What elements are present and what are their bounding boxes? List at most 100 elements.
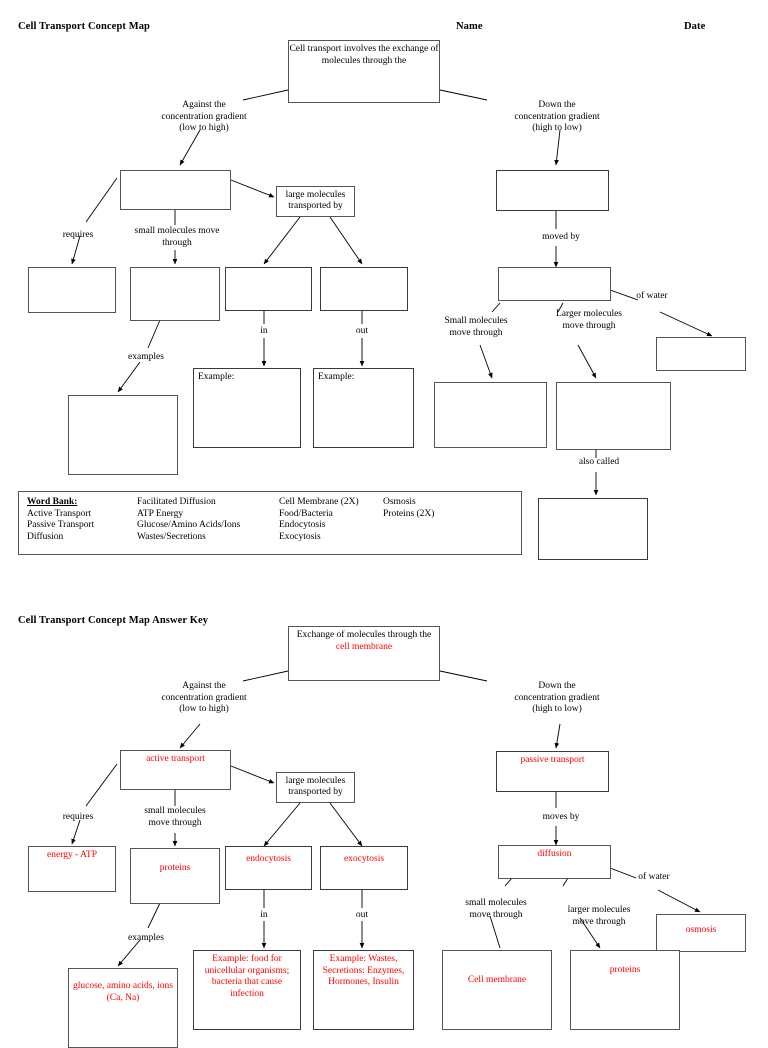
ak-proteins2-box[interactable]: proteins xyxy=(570,950,680,1030)
exocytosis-blank-text xyxy=(321,268,407,271)
examples-blank-text xyxy=(69,396,177,399)
ak-large-molecules-text: large molecules transported by xyxy=(285,776,346,797)
worksheet-page: Cell Transport Concept Map Name Date Cel… xyxy=(18,21,746,1048)
also-called-label: also called xyxy=(578,457,620,467)
example-out-box[interactable]: Example: xyxy=(313,368,414,448)
word-bank-term: Endocytosis xyxy=(279,520,326,531)
ak-active-transport-text: active transport xyxy=(146,754,205,764)
diffusion-blank-box[interactable] xyxy=(498,267,611,301)
cell-membrane-blank-text xyxy=(435,383,546,386)
ak-of-water-label: of water xyxy=(638,872,670,882)
ak-example-out-text: Example: Wastes, Secretions: Enzymes, Ho… xyxy=(322,954,405,987)
word-bank-term: Proteins (2X) xyxy=(383,508,435,519)
ak-small-molecules-move-label: small molecules move through xyxy=(144,806,206,828)
osmosis-blank-text xyxy=(657,338,745,341)
word-bank-term: Facilitated Diffusion xyxy=(137,497,216,507)
small-molecules-move-through-label: Small molecules move through xyxy=(444,316,508,338)
ak-proteins-text: proteins xyxy=(159,863,191,873)
ak-moves-by-label: moves by xyxy=(542,812,580,822)
ak-proteins-box[interactable]: proteins xyxy=(130,848,220,904)
ak-examples-box[interactable]: glucose, amino acids, ions (Ca, Na) xyxy=(68,968,178,1048)
ak-large-molecules-box[interactable]: large molecules transported by xyxy=(276,772,355,803)
ak-in-label: in xyxy=(260,910,268,920)
ak-osmosis-box[interactable]: osmosis xyxy=(656,914,746,952)
ak-against-gradient-label: Against the concentration gradient (low … xyxy=(161,681,247,714)
word-bank-term: Active Transport xyxy=(27,508,92,519)
endocytosis-blank-box[interactable] xyxy=(225,267,312,311)
answer-key-title: Cell Transport Concept Map Answer Key xyxy=(18,615,209,626)
word-bank-column-3: Cell Membrane (2X) Food/Bacteria Endocyt… xyxy=(279,497,383,543)
ak-examples-text: glucose, amino acids, ions (Ca, Na) xyxy=(73,981,173,1003)
ak-exocytosis-text: exocytosis xyxy=(343,854,385,864)
ak-example-in-text: Example: food for unicellular organisms;… xyxy=(204,954,290,999)
diffusion-blank-text xyxy=(499,268,610,271)
ak-root-concept-text: Exchange of molecules through the xyxy=(296,630,432,640)
example-in-box[interactable]: Example: xyxy=(193,368,301,448)
osmosis-blank-box[interactable] xyxy=(656,337,746,371)
root-concept-box[interactable]: Cell transport involves the exchange of … xyxy=(288,40,440,103)
word-bank: Word Bank: Active Transport Passive Tran… xyxy=(18,491,522,555)
ak-passive-transport-text: passive transport xyxy=(520,755,585,765)
ak-energy-box[interactable]: energy - ATP xyxy=(28,846,116,892)
ak-requires-label: requires xyxy=(62,812,94,822)
example-in-text: Example: xyxy=(198,372,235,382)
energy-blank-text xyxy=(29,268,115,271)
ak-root-concept-box[interactable]: Exchange of molecules through the cell m… xyxy=(288,626,440,681)
ak-example-out-box[interactable]: Example: Wastes, Secretions: Enzymes, Ho… xyxy=(313,950,414,1030)
ak-active-transport-box[interactable]: active transport xyxy=(120,750,231,790)
ak-exocytosis-box[interactable]: exocytosis xyxy=(320,846,408,890)
cell-membrane-blank-box[interactable] xyxy=(434,382,547,448)
word-bank-term: Food/Bacteria xyxy=(279,508,333,519)
ak-cell-membrane-text: Cell membrane xyxy=(467,975,527,985)
out-label: out xyxy=(355,326,369,336)
word-bank-term: Exocytosis xyxy=(279,531,321,542)
name-label: Name xyxy=(456,21,483,32)
also-called-blank-text xyxy=(539,499,647,502)
in-label: in xyxy=(260,326,268,336)
ak-small-molecules-move-through-label: small molecules move through xyxy=(465,898,527,920)
word-bank-heading: Word Bank: xyxy=(27,497,78,507)
passive-transport-blank-text xyxy=(497,171,608,174)
word-bank-term: Glucose/Amino Acids/Ions xyxy=(137,520,241,531)
active-transport-blank-box[interactable] xyxy=(120,170,231,210)
examples-label: examples xyxy=(128,352,164,362)
ak-larger-molecules-move-through-label: larger molecules move through xyxy=(567,905,631,927)
word-bank-term: Wastes/Secretions xyxy=(137,531,206,542)
page-title: Cell Transport Concept Map xyxy=(18,21,150,32)
down-gradient-label: Down the concentration gradient (high to… xyxy=(514,100,600,133)
ak-cell-membrane-box[interactable]: Cell membrane xyxy=(442,950,552,1030)
word-bank-term: Cell Membrane (2X) xyxy=(279,497,359,507)
word-bank-column-4: Osmosis Proteins (2X) xyxy=(383,497,473,543)
moved-by-label: moved by xyxy=(542,232,580,242)
ak-examples-label: examples xyxy=(128,933,164,943)
example-out-text: Example: xyxy=(318,372,355,382)
ak-diffusion-box[interactable]: diffusion xyxy=(498,845,611,879)
ak-example-in-box[interactable]: Example: food for unicellular organisms;… xyxy=(193,950,301,1030)
ak-root-concept-answer: cell membrane xyxy=(335,641,393,652)
ak-endocytosis-box[interactable]: endocytosis xyxy=(225,846,312,890)
energy-blank-box[interactable] xyxy=(28,267,116,313)
proteins-blank-box[interactable] xyxy=(130,267,220,321)
large-molecules-box[interactable]: large molecules transported by xyxy=(276,186,355,217)
ak-diffusion-text: diffusion xyxy=(537,849,572,859)
ak-proteins2-text: proteins xyxy=(609,965,641,975)
ak-endocytosis-text: endocytosis xyxy=(246,854,291,864)
exocytosis-blank-box[interactable] xyxy=(320,267,408,311)
also-called-blank-box[interactable] xyxy=(538,498,648,560)
larger-molecules-move-through-label: Larger molecules move through xyxy=(555,309,623,331)
ak-down-gradient-label: Down the concentration gradient (high to… xyxy=(514,681,600,714)
ak-energy-text: energy - ATP xyxy=(47,850,97,860)
word-bank-term: Diffusion xyxy=(27,531,64,542)
word-bank-term: Osmosis xyxy=(383,497,416,507)
ak-osmosis-text: osmosis xyxy=(685,925,717,935)
proteins2-blank-box[interactable] xyxy=(556,382,671,450)
word-bank-term: ATP Energy xyxy=(137,508,184,519)
requires-label: requires xyxy=(62,230,94,240)
ak-passive-transport-box[interactable]: passive transport xyxy=(496,751,609,792)
proteins2-blank-text xyxy=(557,383,670,386)
examples-blank-box[interactable] xyxy=(68,395,178,475)
against-gradient-label: Against the concentration gradient (low … xyxy=(161,100,247,133)
passive-transport-blank-box[interactable] xyxy=(496,170,609,211)
small-molecules-move-label: small molecules move through xyxy=(134,226,220,248)
active-transport-blank-text xyxy=(121,171,230,174)
